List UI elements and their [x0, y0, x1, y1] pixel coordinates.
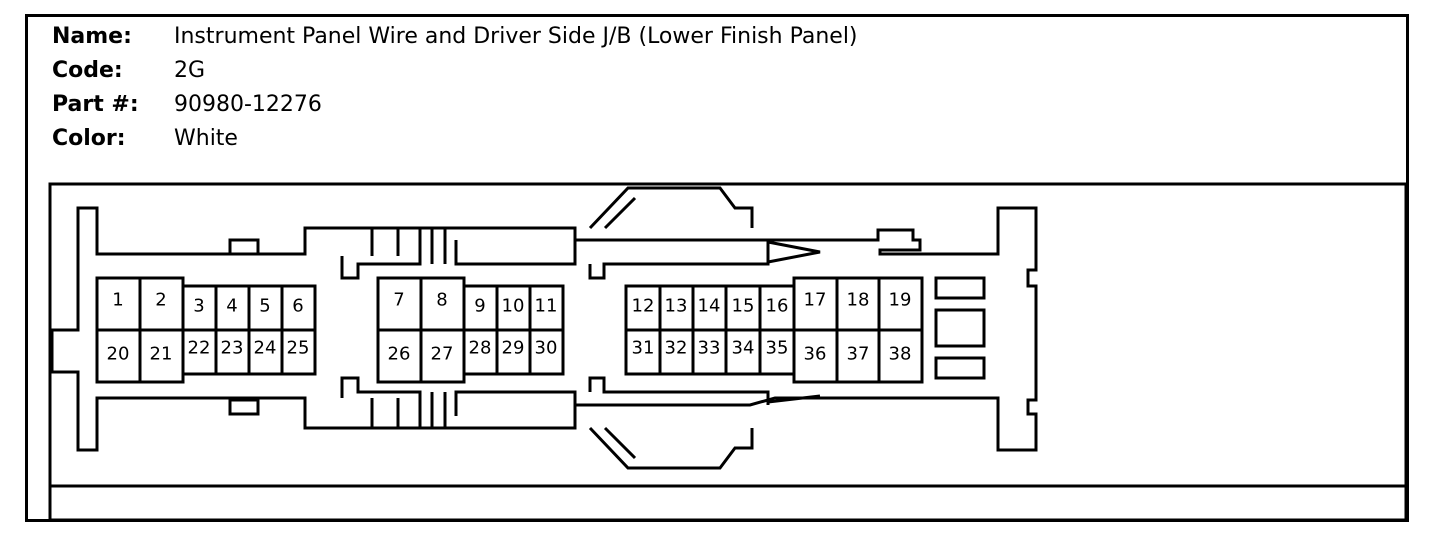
pin-35-label: 35: [766, 338, 789, 359]
pin-8-label: 8: [436, 290, 447, 311]
tab-bottom-left: [228, 398, 260, 416]
connector-color: White: [174, 126, 238, 151]
pin-6-label: 6: [292, 296, 303, 317]
pin-4-label: 4: [226, 296, 237, 317]
pin-23-label: 23: [221, 338, 244, 359]
connector-housing: [50, 206, 1038, 452]
diagram-box: [48, 182, 1408, 522]
pin-22-label: 22: [188, 338, 211, 359]
part-number: 90980-12276: [174, 92, 322, 117]
pin-36-label: 36: [804, 344, 827, 365]
name-label: Name:: [52, 24, 132, 49]
pin-28-label: 28: [469, 338, 492, 359]
pin-1-label: 1: [112, 290, 123, 311]
tab-top-left: [228, 238, 260, 256]
pin-17-label: 17: [804, 290, 827, 311]
pin-32-label: 32: [665, 338, 688, 359]
pin-9-label: 9: [474, 296, 485, 317]
pin-27-label: 27: [431, 344, 454, 365]
bottom-latch-inner: [603, 426, 637, 460]
pin-13-label: 13: [665, 296, 688, 317]
pin-30-label: 30: [535, 338, 558, 359]
pin-21-label: 21: [150, 344, 173, 365]
part-label: Part #:: [52, 92, 139, 117]
pin-5-label: 5: [259, 296, 270, 317]
connector-name: Instrument Panel Wire and Driver Side J/…: [174, 24, 858, 49]
code-label: Code:: [52, 58, 123, 83]
pin-16-label: 16: [766, 296, 789, 317]
pin-18-label: 18: [847, 290, 870, 311]
pin-37-label: 37: [847, 344, 870, 365]
bottom-latch: [588, 426, 754, 470]
pin-34-label: 34: [732, 338, 755, 359]
pin-12-label: 12: [632, 296, 655, 317]
pin-11-label: 11: [535, 296, 558, 317]
pin-26-label: 26: [388, 344, 411, 365]
pin-19-label: 19: [889, 290, 912, 311]
pin-24-label: 24: [254, 338, 277, 359]
pin-25-label: 25: [287, 338, 310, 359]
pin-10-label: 10: [502, 296, 525, 317]
pin-2-label: 2: [155, 290, 166, 311]
pin-7-label: 7: [393, 290, 404, 311]
upper-channel: [340, 228, 422, 280]
lower-channel: [340, 376, 422, 428]
pin-20-label: 20: [107, 344, 130, 365]
empty-slot-bottom: [934, 356, 986, 380]
pin-14-label: 14: [698, 296, 721, 317]
pin-38-label: 38: [889, 344, 912, 365]
connector-code: 2G: [174, 58, 206, 83]
pin-33-label: 33: [698, 338, 721, 359]
pin-3-label: 3: [193, 296, 204, 317]
color-label: Color:: [52, 126, 126, 151]
top-latch: [588, 186, 754, 230]
top-latch-inner: [603, 196, 637, 230]
empty-slot-middle: [934, 308, 986, 348]
pin-15-label: 15: [732, 296, 755, 317]
pin-29-label: 29: [502, 338, 525, 359]
pin-31-label: 31: [632, 338, 655, 359]
empty-slot-top: [934, 276, 986, 300]
